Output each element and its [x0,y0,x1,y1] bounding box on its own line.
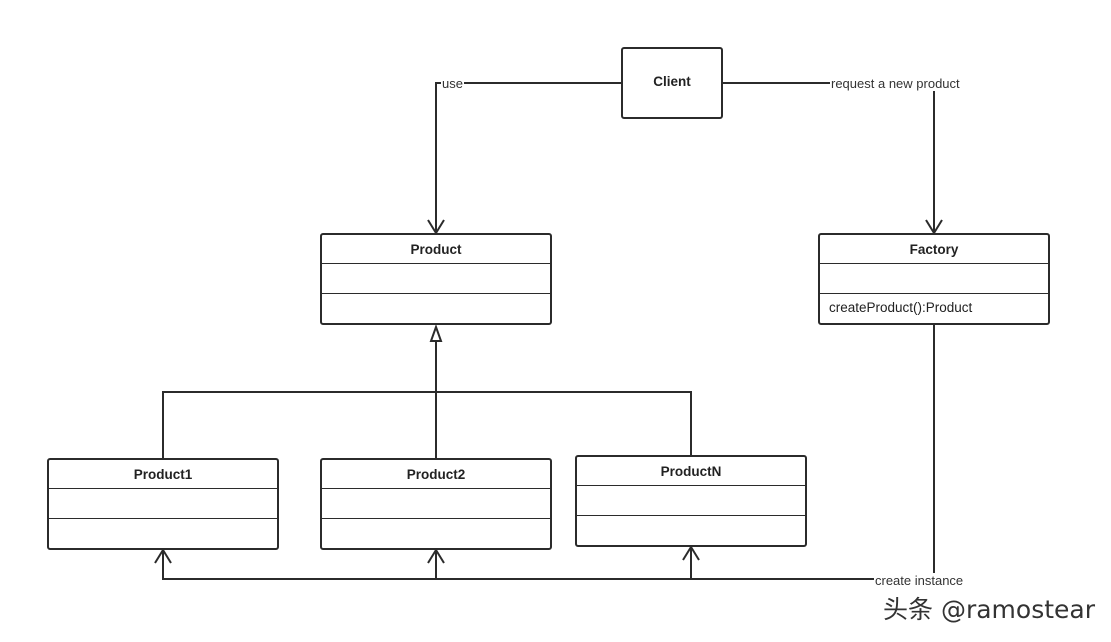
factory-title: Factory [820,235,1048,264]
edge-inheritance-bar [162,391,692,459]
productN-operations [577,516,805,546]
product1-operations [49,519,277,549]
edge-factory-create [162,324,935,580]
product-class: Product [320,233,552,325]
label-request-new-product: request a new product [830,76,961,91]
product-operations [322,294,550,324]
product2-class: Product2 [320,458,552,550]
product-title: Product [322,235,550,264]
watermark: 头条 @ramostear [883,595,1095,624]
arrowhead-productN [682,545,700,561]
client-box: Client [621,47,723,119]
edge-client-product [435,82,622,233]
arrowhead-product2 [427,548,445,564]
product2-title: Product2 [322,460,550,489]
productN-title: ProductN [577,457,805,486]
product-attributes [322,264,550,294]
product1-title: Product1 [49,460,277,489]
productN-attributes [577,486,805,516]
productN-class: ProductN [575,455,807,547]
client-label: Client [653,74,691,89]
product2-operations [322,519,550,549]
edge-client-factory [722,82,935,233]
factory-class: Factory createProduct():Product [818,233,1050,325]
factory-method: createProduct():Product [829,300,973,315]
inheritance-triangle-icon [429,324,443,342]
product1-attributes [49,489,277,519]
factory-attributes [820,264,1048,294]
arrowhead-product1 [154,548,172,564]
product1-class: Product1 [47,458,279,550]
product2-attributes [322,489,550,519]
label-create-instance: create instance [874,573,965,588]
label-use: use [441,76,464,91]
